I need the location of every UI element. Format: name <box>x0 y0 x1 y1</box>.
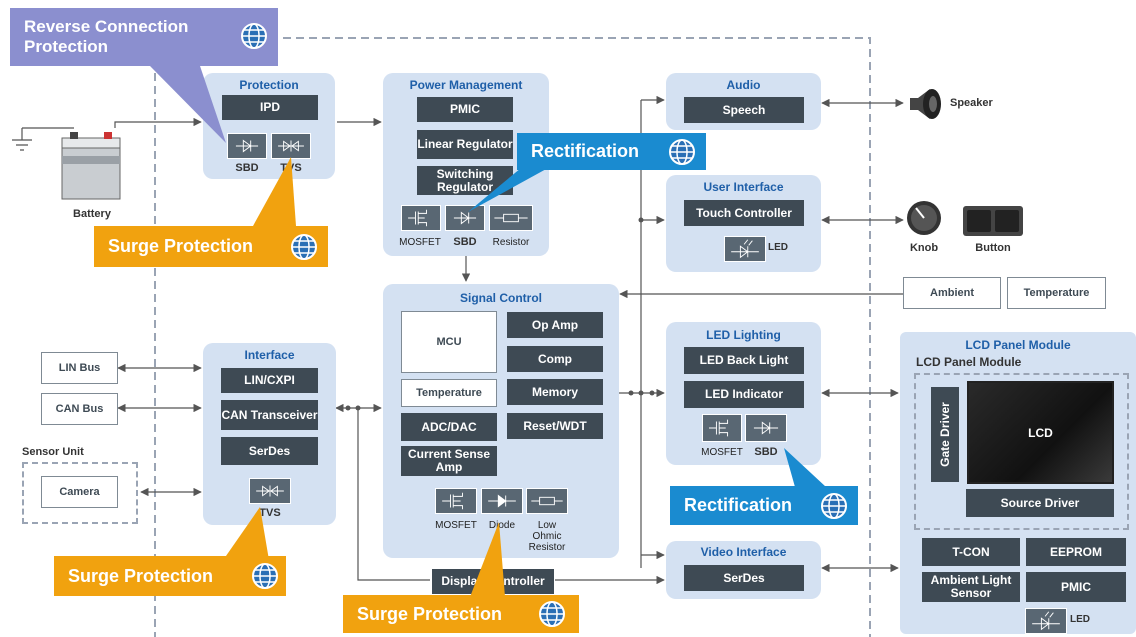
op-amp-block[interactable]: Op Amp <box>507 312 603 338</box>
led-mosfet-label: MOSFET <box>701 447 743 458</box>
linear-regulator-block[interactable]: Linear Regulator <box>417 130 513 159</box>
power-resistor-label: Resistor <box>492 237 530 248</box>
tcon-block[interactable]: T-CON <box>922 538 1020 566</box>
protection-sbd-label: SBD <box>235 162 259 174</box>
lcd-pmic-block[interactable]: PMIC <box>1026 572 1126 602</box>
button-icon <box>962 205 1024 237</box>
interface-title: Interface <box>244 348 295 362</box>
rectification-text-1: Rectification <box>531 141 640 161</box>
sbd-icon <box>745 414 787 442</box>
camera-box[interactable]: Camera <box>41 476 118 508</box>
current-sense-amp-block[interactable]: Current Sense Amp <box>401 446 497 476</box>
lin-cxpi-block[interactable]: LIN/CXPI <box>221 368 318 393</box>
mosfet-icon <box>401 205 441 231</box>
comp-block[interactable]: Comp <box>507 346 603 372</box>
tvs-icon <box>249 478 291 504</box>
video-serdes-block[interactable]: SerDes <box>684 565 804 591</box>
lcd-led-label: LED <box>1070 614 1090 625</box>
can-bus-box[interactable]: CAN Bus <box>41 393 118 425</box>
speech-block[interactable]: Speech <box>684 97 804 123</box>
pmic-block[interactable]: PMIC <box>417 97 513 122</box>
ui-led-label: LED <box>768 242 788 253</box>
sensor-unit-label: Sensor Unit <box>22 446 84 458</box>
audio-title: Audio <box>726 78 761 92</box>
touch-controller-block[interactable]: Touch Controller <box>684 200 804 226</box>
signal-temperature-box[interactable]: Temperature <box>401 379 497 407</box>
lcd-inner-frame <box>914 373 1129 530</box>
mosfet-icon <box>702 414 742 442</box>
surge-protection-text-2: Surge Protection <box>68 565 214 586</box>
user-interface-title: User Interface <box>703 180 784 194</box>
battery-label: Battery <box>73 208 111 220</box>
led-icon <box>1025 608 1067 634</box>
speaker-icon <box>906 86 942 122</box>
rectification-callout-1: Rectification <box>517 133 706 170</box>
globe-icon[interactable] <box>251 562 279 590</box>
power-sbd-label: SBD <box>453 236 477 248</box>
globe-icon[interactable] <box>240 22 268 50</box>
video-interface-title: Video Interface <box>700 545 787 559</box>
memory-block[interactable]: Memory <box>507 379 603 405</box>
signal-control-title: Signal Control <box>460 291 542 305</box>
interface-tvs-label: TVS <box>259 507 281 519</box>
tvs-icon <box>271 133 311 159</box>
reset-wdt-block[interactable]: Reset/WDT <box>507 413 603 439</box>
eeprom-block[interactable]: EEPROM <box>1026 538 1126 566</box>
surge-protection-callout-2: Surge Protection <box>54 556 286 596</box>
surge-protection-callout-1: Surge Protection <box>94 226 328 267</box>
can-transceiver-block[interactable]: CAN Transceiver <box>221 400 318 430</box>
sbd-icon <box>227 133 267 159</box>
surge-protection-text-1: Surge Protection <box>108 236 254 256</box>
reverse-connection-callout: Reverse Connection Protection <box>10 8 278 66</box>
ambient-box[interactable]: Ambient <box>903 277 1001 309</box>
temperature-box[interactable]: Temperature <box>1007 277 1106 309</box>
switching-regulator-block[interactable]: Switching Regulator <box>417 166 513 195</box>
lcd-panel-module-title: LCD Panel Module <box>965 338 1071 352</box>
resistor-icon <box>489 205 533 231</box>
lcd-inner-label: LCD Panel Module <box>916 355 1022 369</box>
signal-mosfet-label: MOSFET <box>435 520 477 531</box>
gate-driver-block[interactable]: Gate Driver <box>931 387 959 482</box>
led-back-light-block[interactable]: LED Back Light <box>684 347 804 374</box>
protection-title: Protection <box>239 78 299 92</box>
knob-label: Knob <box>909 242 939 254</box>
led-lighting-title: LED Lighting <box>706 328 781 342</box>
button-label: Button <box>975 242 1011 254</box>
sbd-icon <box>445 205 485 231</box>
globe-icon[interactable] <box>668 138 696 166</box>
signal-low-ohmic-label: Low Ohmic Resistor <box>528 520 566 553</box>
source-driver-block[interactable]: Source Driver <box>966 489 1114 517</box>
lcd-screen: LCD <box>967 381 1114 484</box>
globe-icon[interactable] <box>538 600 566 628</box>
power-mosfet-label: MOSFET <box>399 237 441 248</box>
lin-bus-box[interactable]: LIN Bus <box>41 352 118 384</box>
diode-icon <box>481 488 523 514</box>
lcd-label: LCD <box>1028 425 1053 440</box>
protection-group: Protection <box>203 73 335 179</box>
globe-icon[interactable] <box>290 233 318 261</box>
ipd-block[interactable]: IPD <box>222 95 318 120</box>
adc-dac-block[interactable]: ADC/DAC <box>401 413 497 441</box>
power-management-title: Power Management <box>409 78 523 92</box>
rectification-text-2: Rectification <box>684 495 793 515</box>
speaker-label: Speaker <box>950 97 993 109</box>
led-sbd-label: SBD <box>754 446 778 458</box>
ambient-light-sensor-block[interactable]: Ambient Light Sensor <box>922 572 1020 602</box>
sensor-unit-frame <box>22 462 138 524</box>
knob-icon <box>905 199 943 237</box>
led-indicator-block[interactable]: LED Indicator <box>684 381 804 408</box>
battery-icon <box>58 126 126 204</box>
reverse-connection-text: Reverse Connection Protection <box>24 17 189 56</box>
led-icon <box>724 236 766 262</box>
mcu-box[interactable]: MCU <box>401 311 497 373</box>
surge-protection-text-3: Surge Protection <box>357 603 503 624</box>
resistor-icon <box>526 488 568 514</box>
serdes-block[interactable]: SerDes <box>221 437 318 465</box>
globe-icon[interactable] <box>820 492 848 520</box>
signal-diode-label: Diode <box>488 520 516 531</box>
mosfet-icon <box>435 488 477 514</box>
